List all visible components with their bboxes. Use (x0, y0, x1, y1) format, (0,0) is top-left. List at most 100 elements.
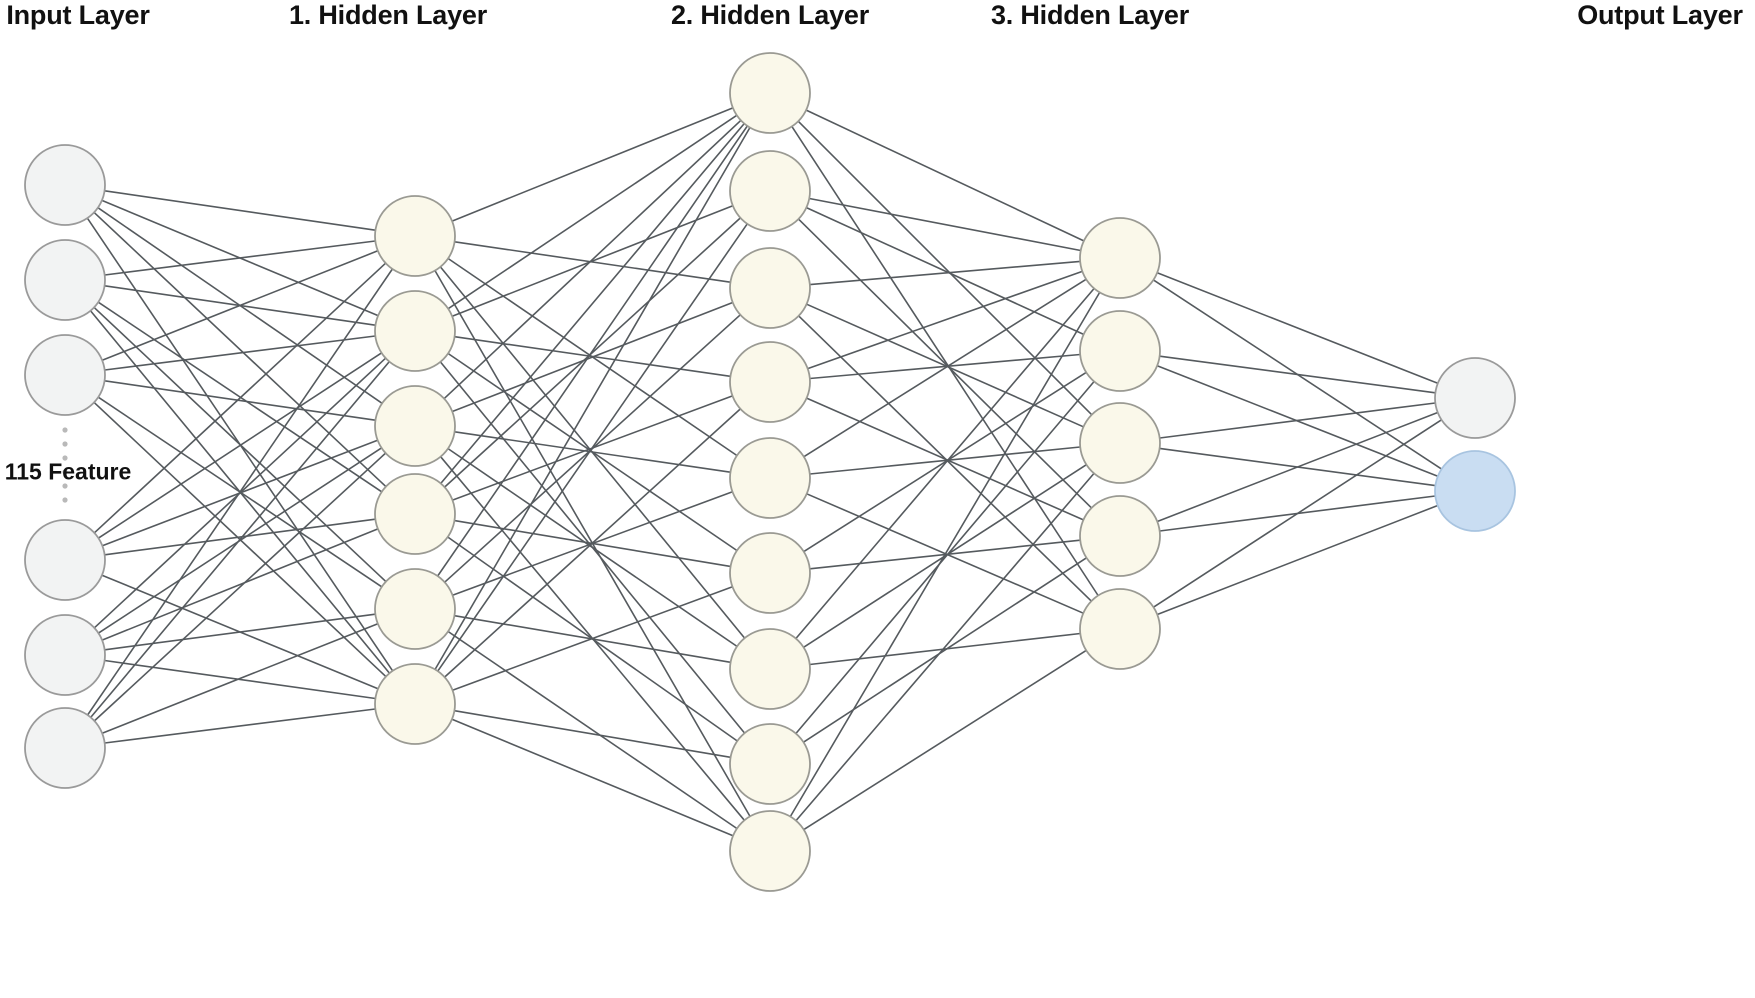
node-hidden-layer-1-2[interactable] (374, 385, 456, 467)
edge (98, 352, 382, 539)
ellipsis-dot (62, 483, 68, 489)
edge (454, 709, 731, 759)
edge (807, 270, 1083, 370)
edge (809, 197, 1081, 252)
edge (452, 586, 733, 691)
edge (93, 306, 387, 583)
edge (809, 446, 1081, 475)
edge (444, 217, 741, 488)
node-output-layer-0[interactable] (1434, 357, 1516, 439)
edge (104, 708, 376, 744)
edge (440, 123, 745, 484)
node-hidden-layer-3-2[interactable] (1079, 402, 1161, 484)
edge (104, 613, 376, 651)
edge (86, 268, 394, 716)
node-hidden-layer-2-1[interactable] (729, 150, 811, 232)
edge (806, 303, 1084, 428)
node-hidden-layer-1-5[interactable] (374, 663, 456, 745)
layer-label-2: 2. Hidden Layer (670, 0, 870, 30)
edge (101, 623, 379, 734)
edge (803, 278, 1087, 458)
edge (806, 397, 1084, 521)
ellipsis-dot (62, 497, 68, 503)
edge (434, 127, 751, 670)
edge (1157, 411, 1438, 523)
edge (454, 241, 731, 283)
edge (444, 408, 741, 678)
node-hidden-layer-1-3[interactable] (374, 473, 456, 555)
edge (797, 120, 1093, 416)
feature-count-label: 115 Feature (4, 458, 132, 485)
edge (104, 335, 376, 371)
edge (1157, 504, 1438, 616)
node-hidden-layer-2-0[interactable] (729, 52, 811, 134)
edge (447, 114, 738, 310)
node-hidden-layer-3-4[interactable] (1079, 588, 1161, 670)
node-hidden-layer-2-3[interactable] (729, 341, 811, 423)
edge (809, 632, 1081, 666)
edge (806, 206, 1084, 336)
edge (101, 250, 379, 361)
node-input-layer-3[interactable] (24, 519, 106, 601)
edge (452, 301, 733, 413)
edge (451, 718, 734, 837)
node-input-layer-1[interactable] (24, 239, 106, 321)
edge (93, 211, 387, 488)
ellipsis-dot (62, 427, 68, 433)
edge (104, 380, 376, 421)
edge (451, 107, 734, 222)
edge (454, 431, 731, 473)
node-hidden-layer-2-8[interactable] (729, 810, 811, 892)
edge (795, 380, 1095, 735)
nodes-group (24, 52, 1516, 892)
edge (1153, 419, 1442, 608)
layer-label-4: Output Layer (1577, 0, 1743, 30)
node-hidden-layer-2-2[interactable] (729, 247, 811, 329)
node-input-layer-0[interactable] (24, 144, 106, 226)
node-hidden-layer-1-4[interactable] (374, 568, 456, 650)
edge (1159, 355, 1436, 394)
edge (803, 557, 1087, 743)
edge (104, 518, 376, 556)
node-hidden-layer-2-6[interactable] (729, 628, 811, 710)
node-input-layer-5[interactable] (24, 707, 106, 789)
node-hidden-layer-1-0[interactable] (374, 195, 456, 277)
edge (809, 260, 1081, 286)
node-hidden-layer-3-1[interactable] (1079, 310, 1161, 392)
edge (437, 223, 748, 672)
node-input-layer-2[interactable] (24, 334, 106, 416)
node-hidden-layer-3-3[interactable] (1079, 495, 1161, 577)
edge (447, 447, 738, 648)
node-hidden-layer-2-7[interactable] (729, 723, 811, 805)
edge (93, 262, 387, 534)
feature-dotted-line (62, 427, 68, 503)
edge (795, 287, 1095, 640)
ellipsis-dot (62, 469, 68, 475)
node-hidden-layer-2-5[interactable] (729, 532, 811, 614)
edge (104, 659, 376, 700)
edge (104, 190, 376, 231)
edges-group (86, 107, 1443, 837)
node-hidden-layer-1-1[interactable] (374, 290, 456, 372)
edge (803, 371, 1087, 553)
node-input-layer-4[interactable] (24, 614, 106, 696)
layer-label-3: 3. Hidden Layer (990, 0, 1190, 30)
edge (90, 361, 390, 718)
edge (443, 119, 742, 400)
edge (104, 240, 376, 276)
node-hidden-layer-2-4[interactable] (729, 437, 811, 519)
node-hidden-layer-3-0[interactable] (1079, 217, 1161, 299)
edge (437, 125, 748, 577)
layer-label-1: 1. Hidden Layer (288, 0, 488, 30)
edge (805, 109, 1085, 242)
edge (789, 291, 1101, 818)
edge (795, 472, 1095, 822)
edge (791, 126, 1099, 596)
edge (1156, 271, 1439, 385)
edge (447, 630, 738, 830)
node-output-layer-1[interactable] (1434, 450, 1516, 532)
ellipsis-dot (62, 441, 68, 447)
